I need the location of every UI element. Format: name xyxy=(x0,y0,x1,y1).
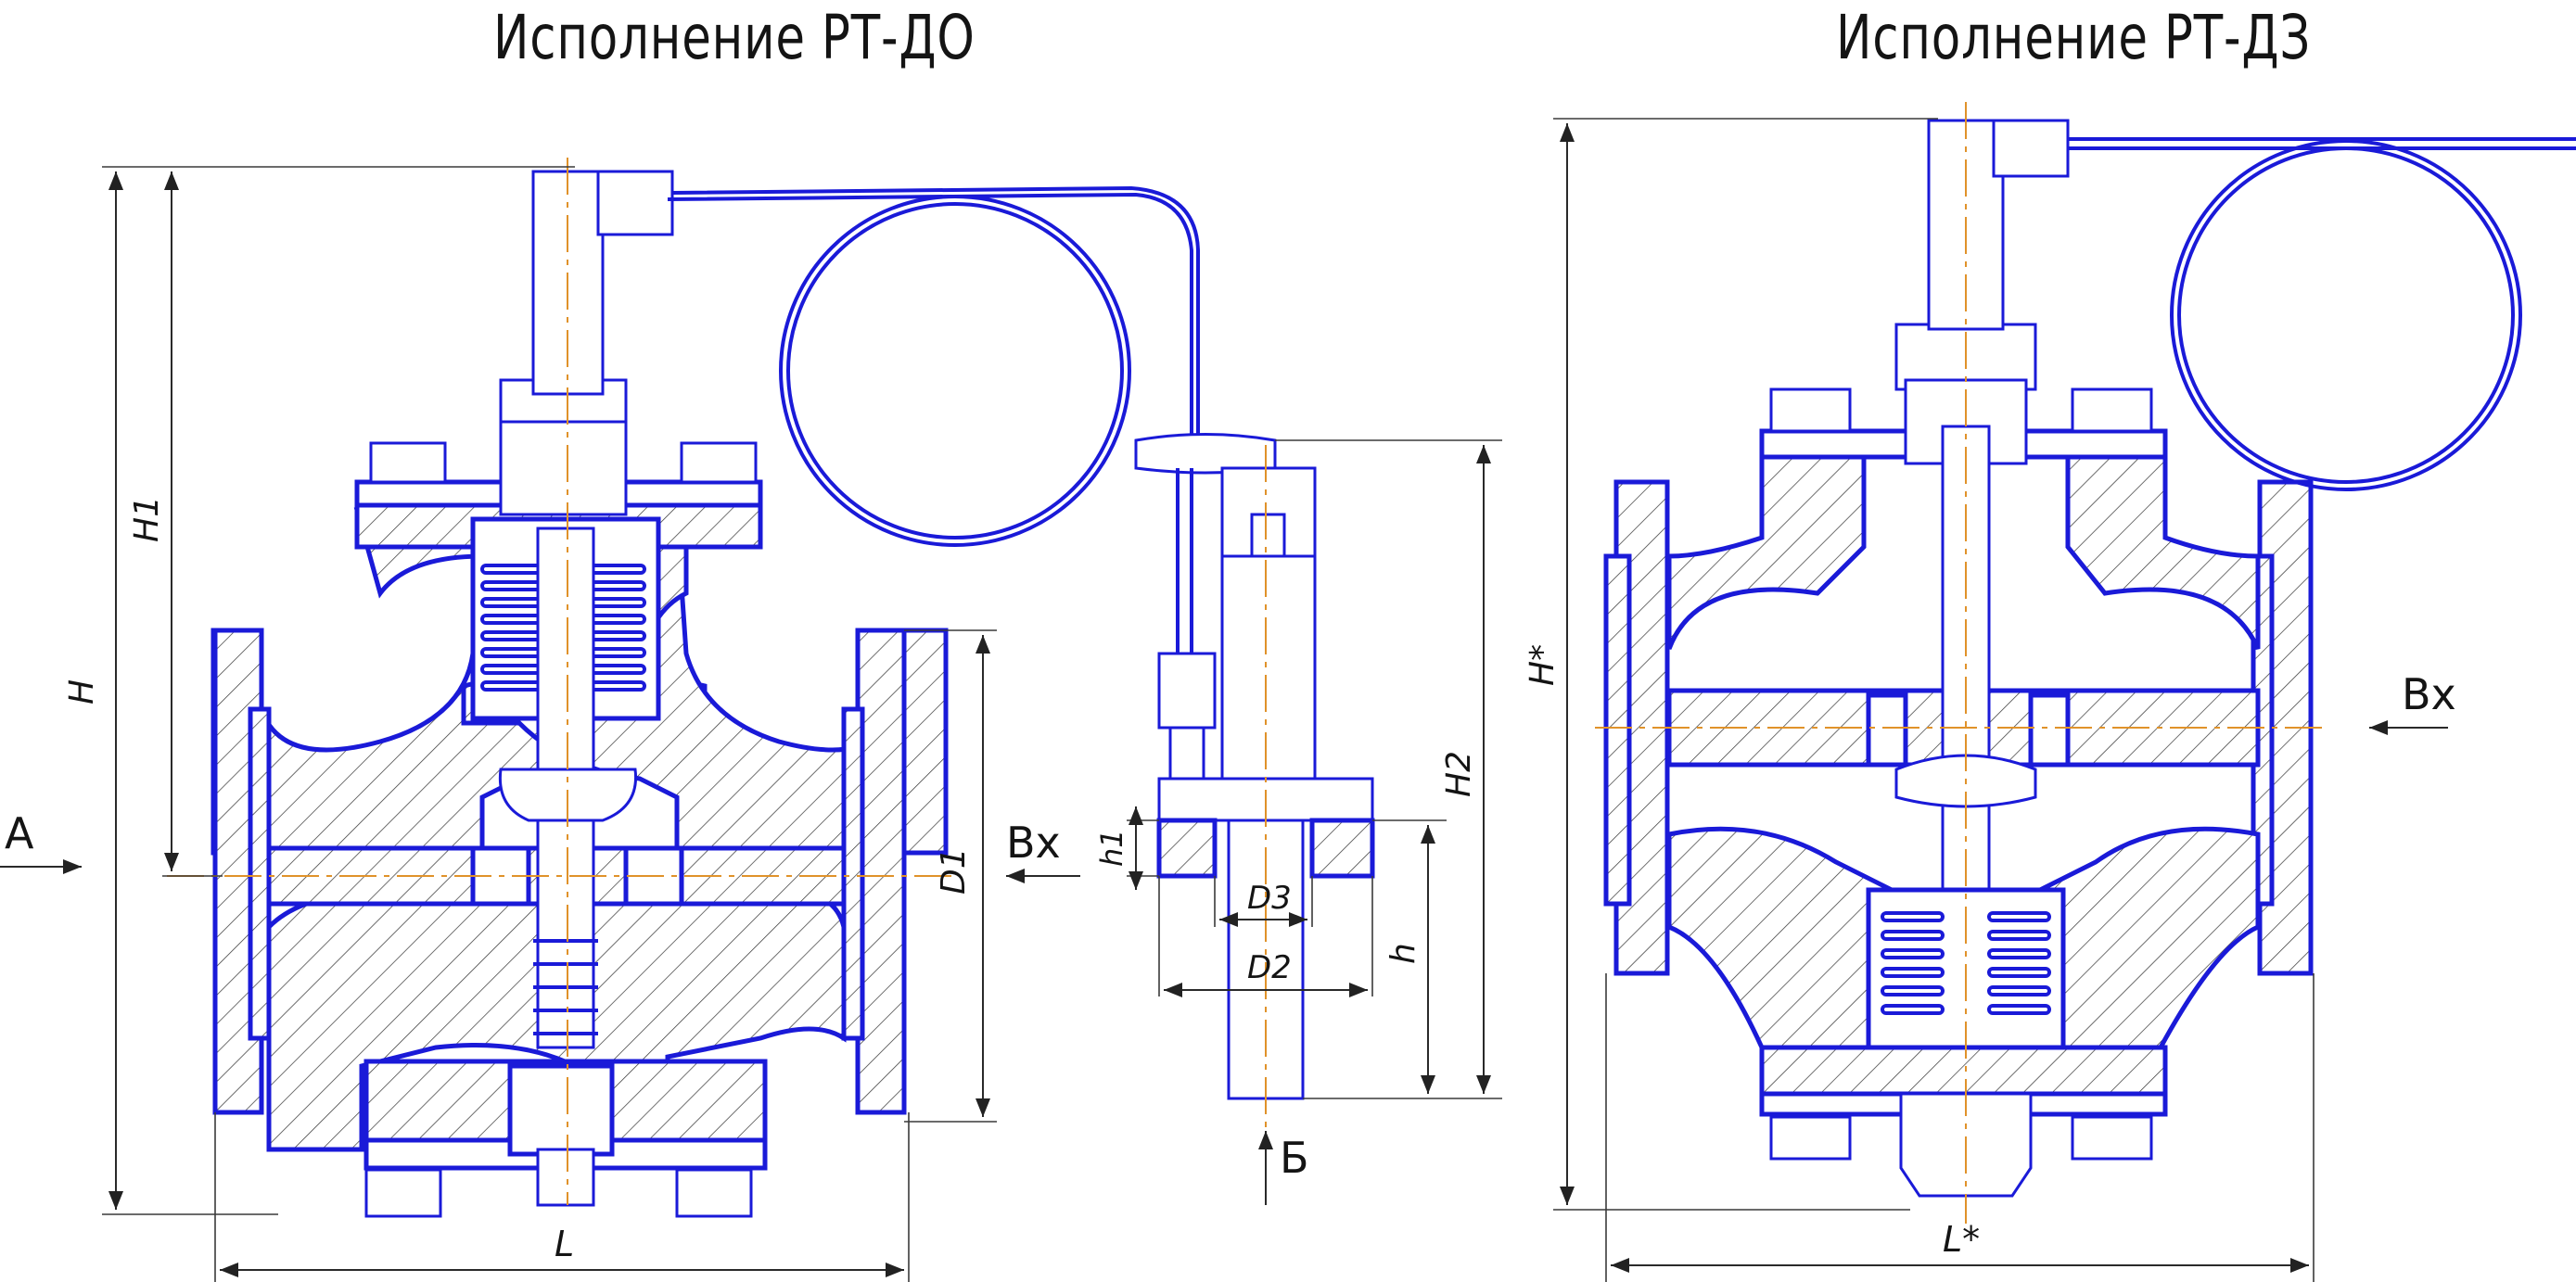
valve-rt-do xyxy=(167,158,1200,1218)
bellows-dz xyxy=(1881,911,2051,1015)
label-L: L xyxy=(555,1224,574,1264)
dimensions-sensor xyxy=(1127,439,1502,1205)
thermal-sensor xyxy=(1134,433,1375,1140)
title-rt-dz: Исполнение РТ-ДЗ xyxy=(1836,2,2312,73)
label-H1: H1 xyxy=(128,496,166,542)
label-D2: D2 xyxy=(1247,949,1292,986)
dimensions-left xyxy=(0,166,1080,1282)
label-A: А xyxy=(5,808,34,858)
label-h1: h1 xyxy=(1094,829,1129,867)
label-vx-right: Вх xyxy=(2402,669,2456,719)
title-rt-do: Исполнение РТ-ДО xyxy=(493,2,976,73)
label-B: Б xyxy=(1280,1133,1309,1183)
label-D3: D3 xyxy=(1247,880,1292,917)
label-vx-left: Вх xyxy=(1006,818,1061,868)
label-H-star: H* xyxy=(1524,644,1562,686)
label-H2: H2 xyxy=(1440,751,1478,797)
label-L-star: L* xyxy=(1943,1219,1980,1260)
label-D1: D1 xyxy=(935,847,973,895)
label-H: H xyxy=(63,679,101,704)
valve-rt-dz xyxy=(1595,102,2576,1224)
labels: H H1 L D1 Вх А H2 h h1 D3 D2 Б H* L* Вх xyxy=(5,496,2456,1264)
dimensions-right xyxy=(1553,118,2448,1282)
label-h: h xyxy=(1384,943,1422,964)
